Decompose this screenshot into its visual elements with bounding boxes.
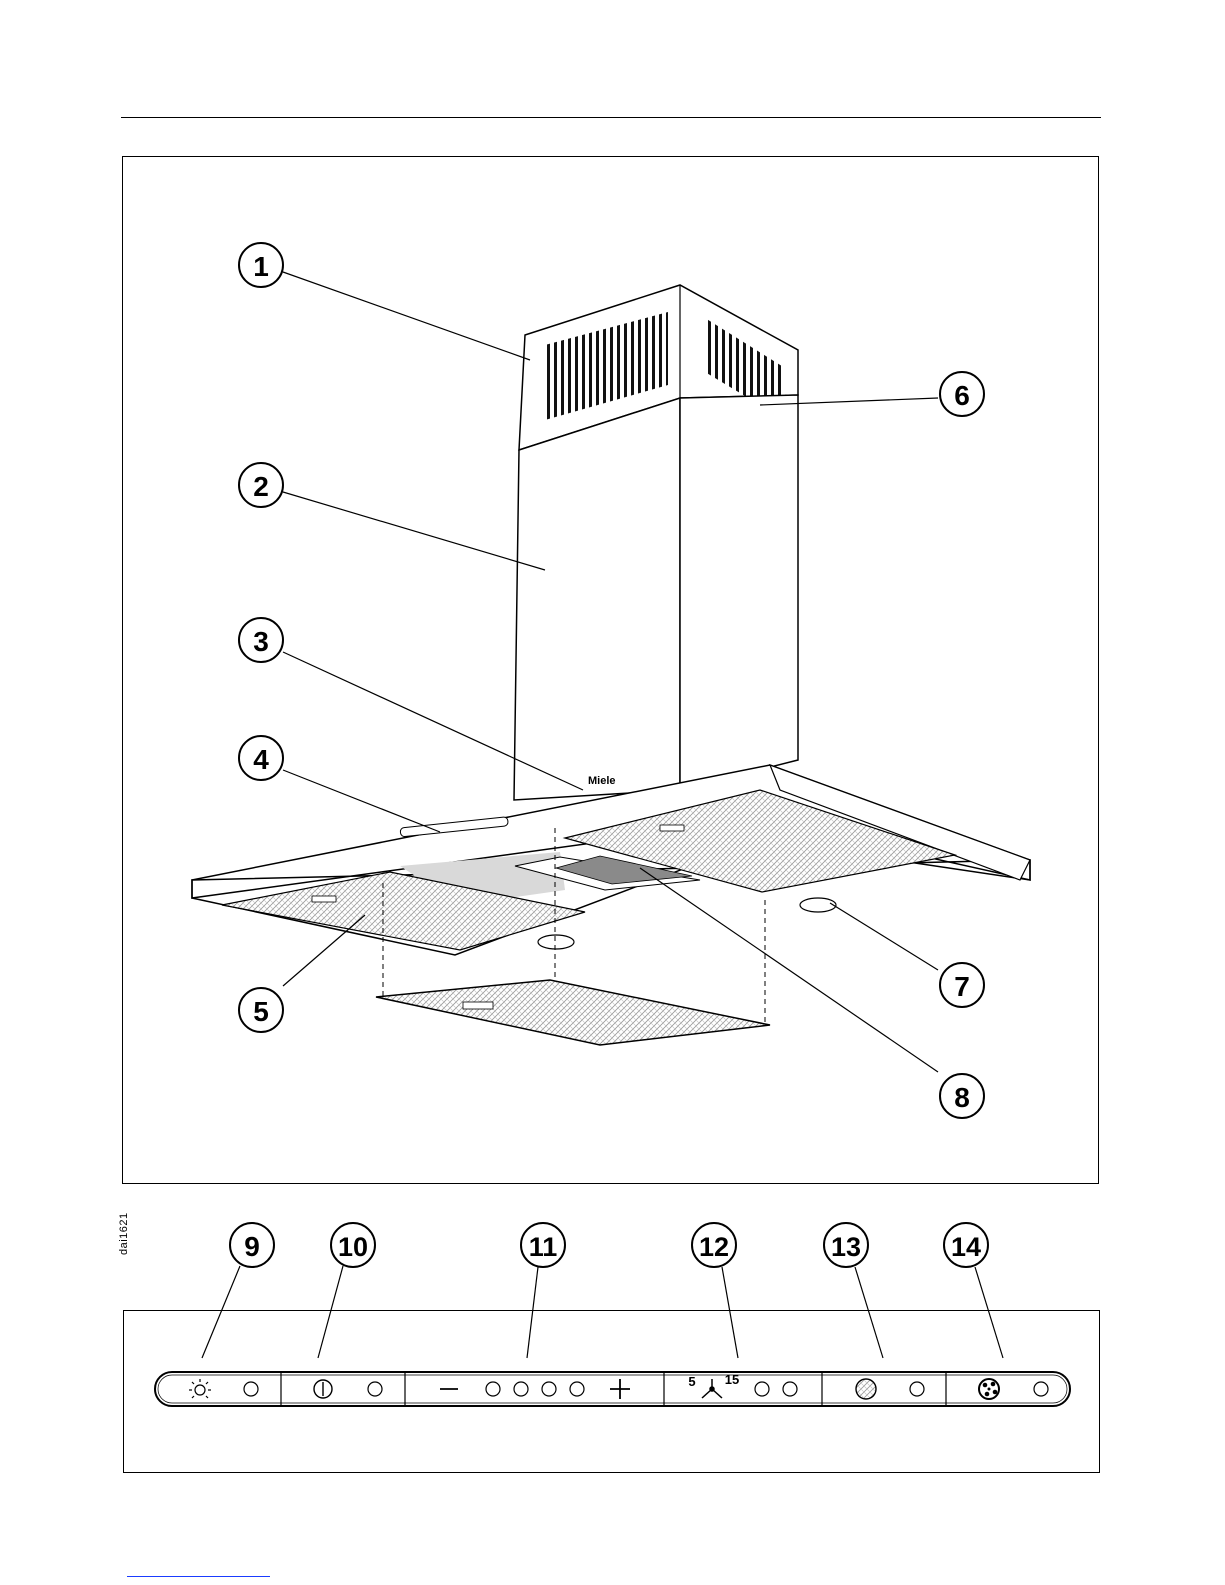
svg-text:11: 11 xyxy=(529,1232,558,1262)
charcoal-filter-icon xyxy=(979,1379,999,1399)
callout-9: 9 xyxy=(230,1223,274,1267)
svg-text:13: 13 xyxy=(831,1232,861,1262)
fan-level-4-indicator xyxy=(570,1382,584,1396)
charcoal-filter-button[interactable] xyxy=(979,1379,999,1399)
svg-text:4: 4 xyxy=(253,744,269,775)
callout-3: 3 xyxy=(239,618,283,662)
fan-level-2-indicator xyxy=(514,1382,528,1396)
svg-text:9: 9 xyxy=(244,1231,260,1262)
svg-text:12: 12 xyxy=(699,1232,729,1262)
callout-14: 14 xyxy=(944,1223,988,1267)
lower-chimney-side xyxy=(680,395,798,790)
panel-leader-lines xyxy=(202,1266,1003,1358)
grease-filter-icon xyxy=(856,1379,876,1399)
svg-text:2: 2 xyxy=(253,471,269,502)
light-indicator xyxy=(244,1382,258,1396)
brand-logo: Miele xyxy=(588,775,616,787)
lamp-left xyxy=(538,935,574,949)
charcoal-filter-indicator xyxy=(1034,1382,1048,1396)
svg-text:6: 6 xyxy=(954,380,970,411)
fan-level-1-indicator xyxy=(486,1382,500,1396)
svg-text:10: 10 xyxy=(338,1232,368,1262)
callout-5: 5 xyxy=(239,988,283,1032)
callout-7: 7 xyxy=(940,963,984,1007)
svg-text:5: 5 xyxy=(253,996,269,1027)
power-indicator xyxy=(368,1382,382,1396)
callouts-panel: 9 10 11 12 13 14 xyxy=(230,1223,988,1267)
lamp-right xyxy=(800,898,836,912)
callout-1: 1 xyxy=(239,243,283,287)
callout-10: 10 xyxy=(331,1223,375,1267)
svg-text:14: 14 xyxy=(951,1232,981,1262)
filter-handle-removed xyxy=(463,1002,493,1009)
grease-filter-button[interactable] xyxy=(856,1379,876,1399)
callout-11: 11 xyxy=(521,1223,565,1267)
callout-2: 2 xyxy=(239,463,283,507)
fan-level-3-indicator xyxy=(542,1382,556,1396)
svg-text:7: 7 xyxy=(954,971,970,1002)
filter-handle-left xyxy=(312,896,336,902)
svg-text:8: 8 xyxy=(954,1082,970,1113)
callout-6: 6 xyxy=(940,372,984,416)
callout-8: 8 xyxy=(940,1074,984,1118)
timer-15-indicator xyxy=(783,1382,797,1396)
timer-5-indicator xyxy=(755,1382,769,1396)
svg-text:1: 1 xyxy=(253,251,269,282)
callout-13: 13 xyxy=(824,1223,868,1267)
timer-5-label: 5 xyxy=(688,1374,695,1389)
timer-15-label: 15 xyxy=(725,1372,739,1387)
filter-handle-right xyxy=(660,825,684,831)
grease-filter-indicator xyxy=(910,1382,924,1396)
chimney: Miele xyxy=(514,285,798,800)
callout-4: 4 xyxy=(239,736,283,780)
lower-chimney-front xyxy=(514,398,680,800)
svg-text:3: 3 xyxy=(253,626,269,657)
callout-12: 12 xyxy=(692,1223,736,1267)
